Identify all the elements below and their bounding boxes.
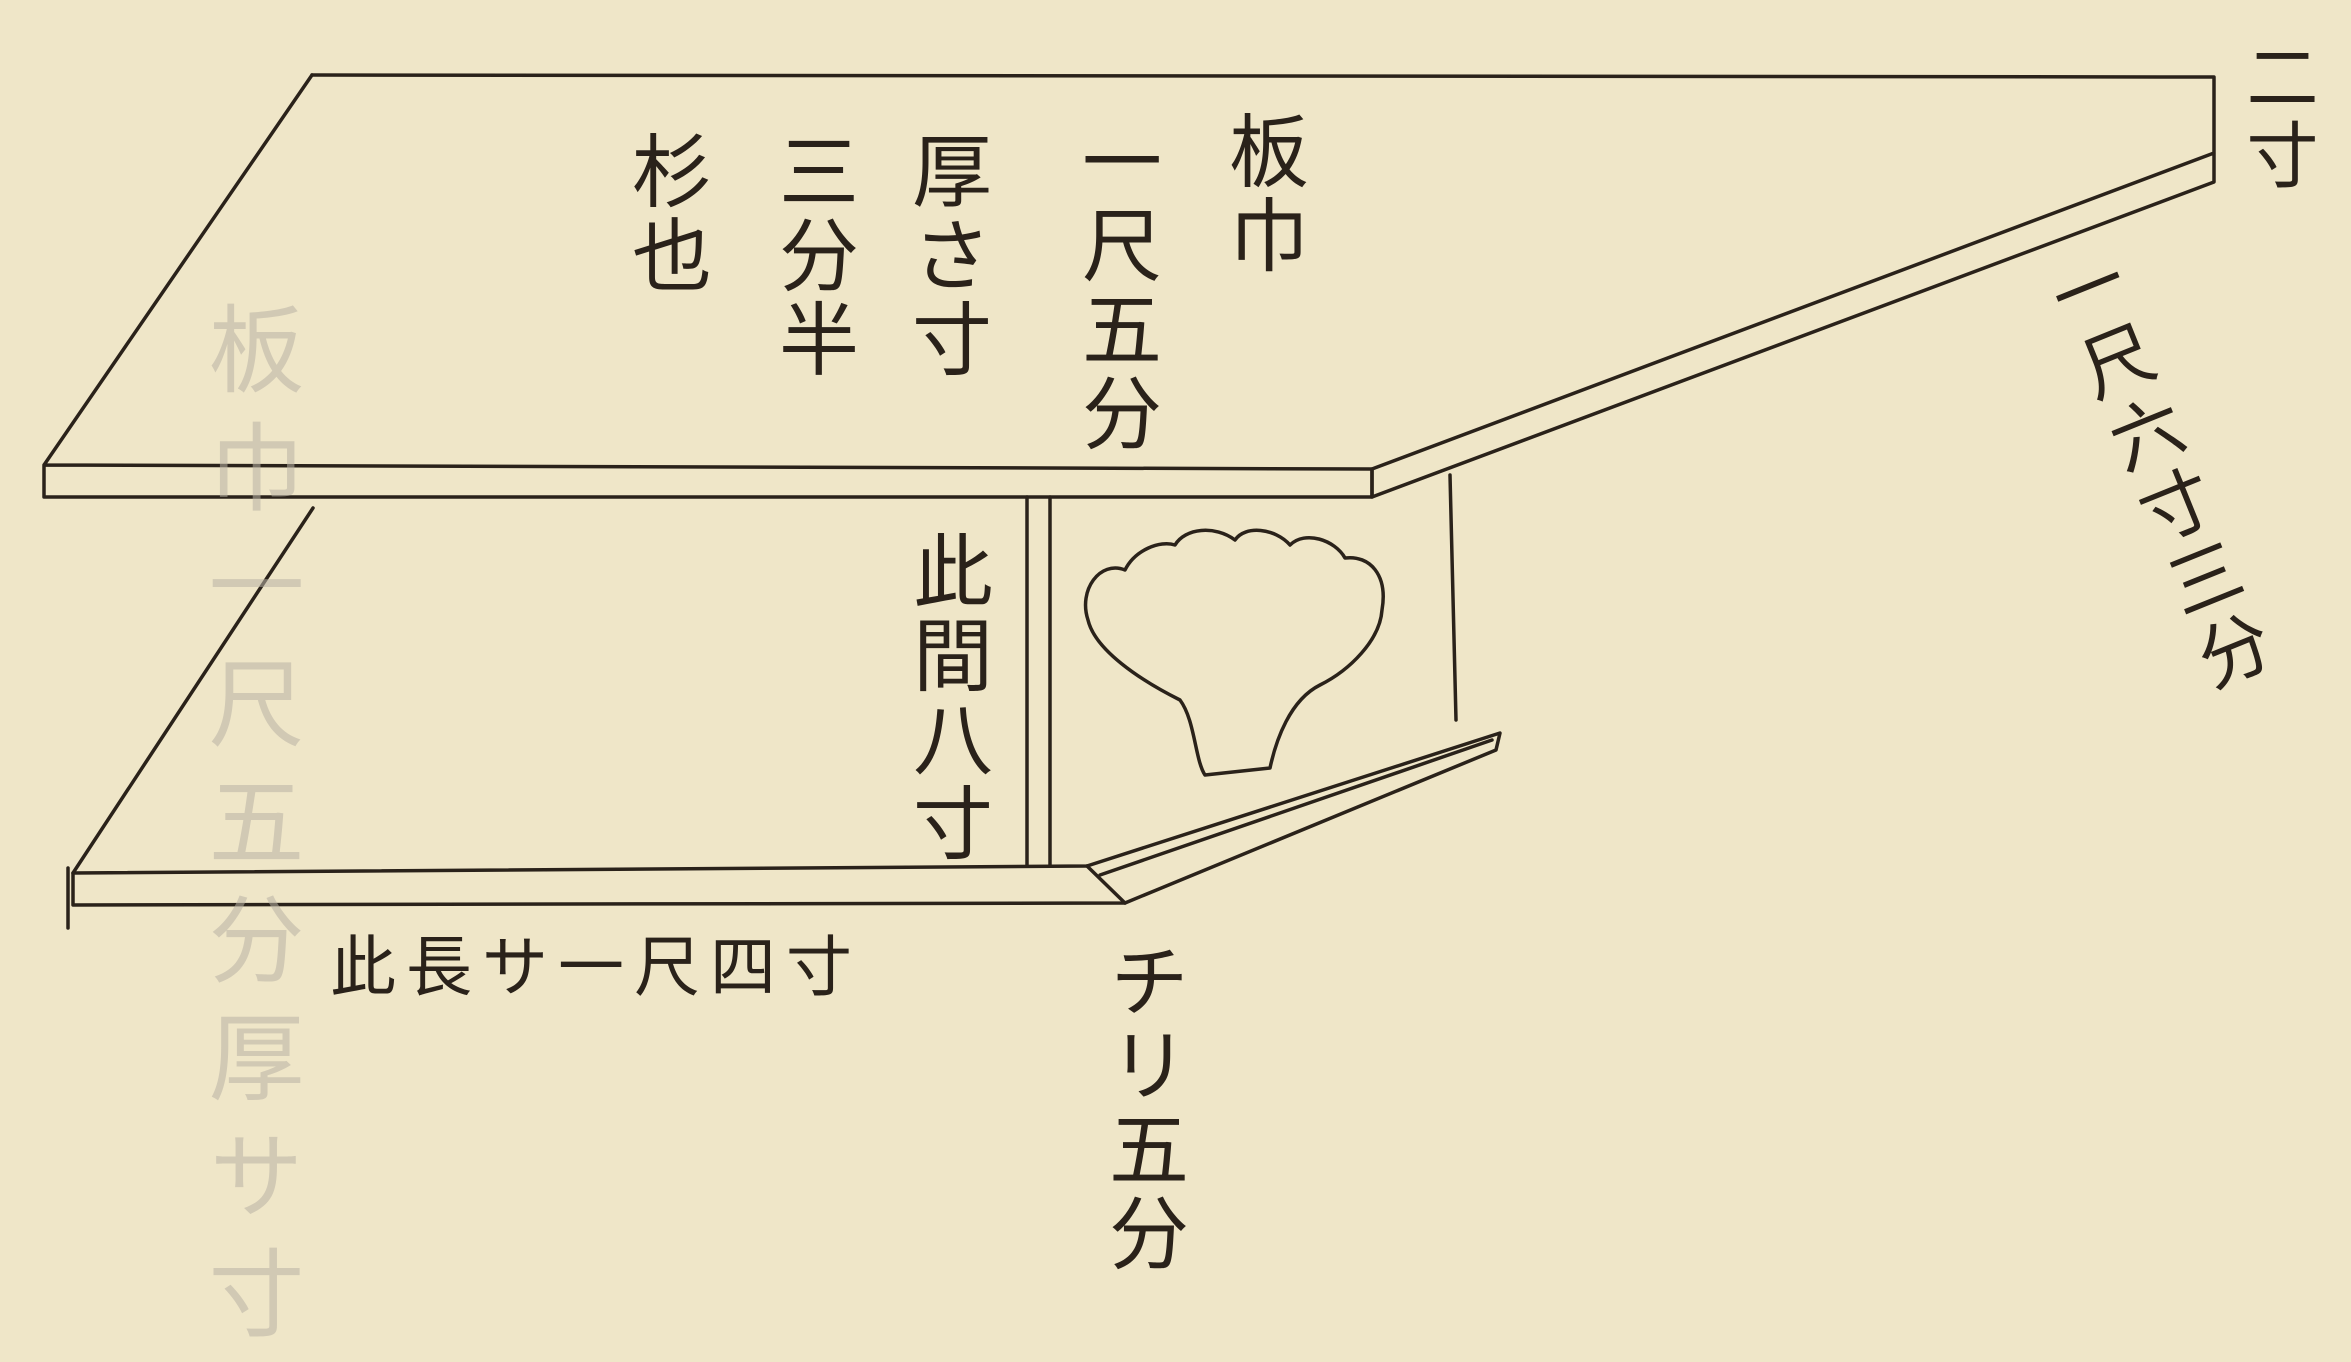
support-back-edge bbox=[1448, 473, 1458, 722]
label-thickness: 厚さ寸 bbox=[899, 130, 992, 382]
label-lip-size: チリ五分 bbox=[1096, 940, 1189, 1276]
bottom-board-lip-inner bbox=[1098, 738, 1494, 877]
label-gap-height: 此間八寸 bbox=[900, 530, 993, 866]
top-board-front-edge bbox=[42, 73, 1374, 499]
top-board-outline bbox=[310, 73, 2216, 499]
label-board-width: 板巾 bbox=[1216, 110, 1309, 278]
scalloped-cutout bbox=[1083, 528, 1385, 777]
label-board-width-value: 一尺五分 bbox=[1069, 120, 1162, 456]
label-bottom-length: 此長サ一尺四寸 bbox=[330, 929, 862, 1006]
bottom-board-left-edge bbox=[71, 506, 315, 875]
bottom-board-lip bbox=[1085, 864, 1127, 905]
label-material: 杉也 bbox=[619, 130, 712, 298]
bleed-through-text: 板巾一尺五分厚サ寸 bbox=[192, 300, 304, 1362]
label-top-thickness: 二寸 bbox=[2234, 40, 2318, 196]
label-thickness-value: 三分半 bbox=[766, 130, 859, 382]
